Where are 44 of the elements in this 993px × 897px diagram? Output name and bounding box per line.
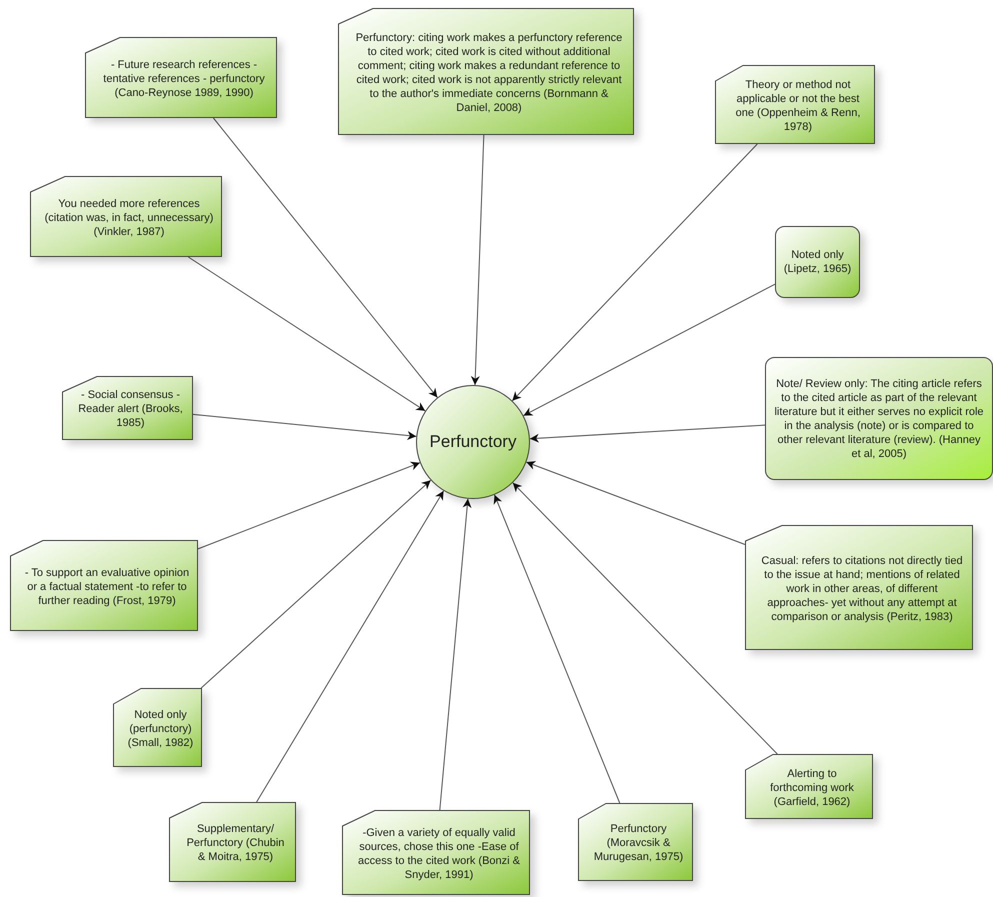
arrow	[494, 494, 620, 804]
arrow	[529, 424, 766, 443]
note-text: -Given a variety of equally valid sources, chose this one -Ease of access to the cited work (Bonzi & Snyder, 1991)	[356, 826, 521, 882]
arrow	[188, 256, 426, 412]
rounded-note-box	[775, 226, 860, 298]
note-text: Noted only (perfunctory) (Small, 1982)	[127, 708, 194, 750]
note-text: Note/ Review only: The citing article refers to the cited article as part of the relevant literature but it either serves no explicit role in the analysis (note) or is compared to other relevant literature (review). (Hanney et al, 2005)	[773, 376, 985, 460]
arrow	[523, 284, 776, 416]
arrow	[198, 462, 420, 550]
note-text: Perfunctory: citing work makes a perfunctory reference to cited work; cited work is cited without additional comment; citing work makes a redundant reference to cited work; cited work is not apparently strictly relevant to the author's immediate concerns (Bornmann & Daniel, 2008)	[354, 30, 624, 114]
note-text: Alerting to forthcoming work (Garfield, 1962)	[769, 766, 855, 808]
arrow	[512, 144, 758, 402]
topic-circle	[416, 385, 530, 499]
note-text: - Social consensus - Reader alert (Brooks, 1985)	[77, 388, 184, 430]
note-text: Casual: refers to citations not directly tied to the issue at hand; mentions of related work in other areas, of different approaches- yet without any attempt at comparison or analysis (Peritz, 1983)	[760, 554, 964, 624]
note-text: Perfunctory (Moravcsik & Murugesan, 1975)	[592, 822, 684, 864]
arrow	[512, 482, 778, 754]
arrow	[200, 480, 432, 688]
note-box	[715, 65, 875, 144]
arrow	[192, 414, 417, 440]
note-box	[342, 810, 530, 895]
arrow	[212, 118, 438, 398]
note-box	[10, 540, 198, 631]
note-text: - To support an evaluative opinion or a factual statement -to refer to further reading (Frost, 1979)	[24, 566, 190, 608]
arrow	[470, 134, 484, 386]
note-box	[62, 376, 193, 440]
note-box	[169, 802, 296, 882]
arrow	[439, 498, 472, 810]
note-box	[113, 688, 202, 767]
note-text: You needed more references (citation was, in fact, unnecessary) (Vinkler, 1987)	[44, 196, 214, 238]
note-text: Supplementary/ Perfunctory (Chubin & Moitra, 1975)	[186, 822, 286, 864]
note-box	[85, 37, 277, 118]
note-text: Noted only (Lipetz, 1965)	[783, 248, 852, 276]
note-text: - Future research references - tentative references - perfunctory (Cano-Reynose 1989, 1990)	[102, 58, 266, 100]
note-box	[578, 803, 693, 881]
note-box	[338, 8, 634, 135]
rounded-note-box	[765, 357, 993, 480]
note-box	[745, 525, 973, 650]
arrow	[256, 490, 444, 802]
note-box	[745, 754, 873, 819]
arrow	[526, 461, 746, 545]
topic-label: Perfunctory	[430, 432, 516, 452]
note-box	[30, 176, 222, 257]
note-text: Theory or method not applicable or not the best one (Oppenheim & Renn, 1978)	[734, 78, 862, 134]
